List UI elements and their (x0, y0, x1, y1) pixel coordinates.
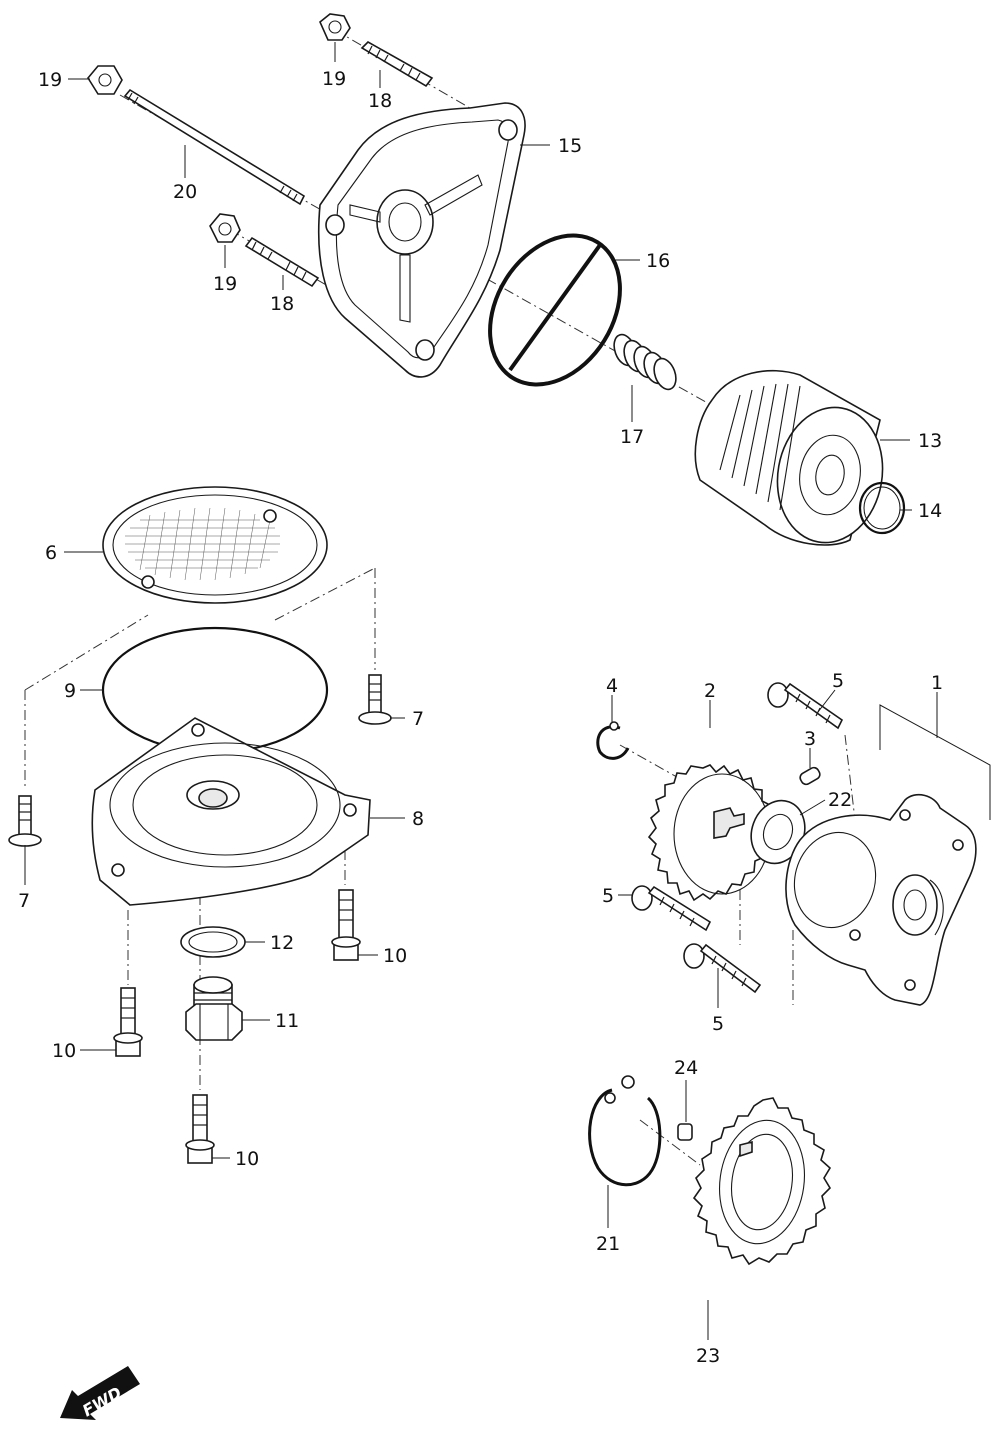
callout-18: 18 (368, 90, 392, 112)
bolt-7-left (8, 795, 42, 847)
callout-labels: 19 19 18 20 15 16 19 18 17 13 14 6 9 7 8… (18, 68, 943, 1367)
nut-19-top (319, 13, 351, 41)
callout-23: 23 (696, 1345, 720, 1367)
bolt-10-left (113, 987, 143, 1057)
oil-filter-13 (694, 369, 884, 546)
o-ring-16 (488, 233, 622, 387)
callout-19: 19 (322, 68, 346, 90)
bolt-7-right (358, 674, 392, 725)
callout-6: 6 (45, 542, 57, 564)
screw-5-top (767, 682, 844, 730)
callout-22: 22 (828, 789, 852, 811)
callout-21: 21 (596, 1233, 620, 1255)
group-bracket-1 (879, 704, 991, 820)
callout-15: 15 (558, 135, 582, 157)
callout-19: 19 (213, 273, 237, 295)
callout-12: 12 (270, 932, 294, 954)
callout-10: 10 (383, 945, 407, 967)
nut-19-lower (209, 213, 241, 243)
stud-18-lower (244, 236, 320, 288)
drive-gear-23 (692, 1097, 832, 1266)
long-stud-20 (123, 88, 306, 206)
nut-19-left (87, 65, 123, 95)
spring-17 (613, 333, 677, 391)
filter-cover-15 (317, 102, 526, 378)
callout-4: 4 (606, 675, 618, 697)
callout-19: 19 (38, 69, 62, 91)
callout-10: 10 (235, 1148, 259, 1170)
circlip-4 (596, 721, 630, 760)
callout-5: 5 (832, 670, 844, 692)
callout-14: 14 (918, 500, 942, 522)
callout-1: 1 (931, 672, 943, 694)
axis-lines-left (24, 567, 376, 1090)
screw-5-bottom (683, 943, 762, 994)
dowel-pin-24 (677, 1123, 693, 1141)
callout-11: 11 (275, 1010, 299, 1032)
arrow-icon (60, 1366, 140, 1420)
leader-lines (24, 42, 938, 1340)
callout-8: 8 (412, 808, 424, 830)
circlip-21 (588, 1075, 662, 1187)
washer-22 (750, 799, 806, 865)
strainer-cover-8 (91, 717, 371, 906)
callout-20: 20 (173, 181, 197, 203)
callout-5: 5 (712, 1013, 724, 1035)
callout-9: 9 (64, 680, 76, 702)
forward-arrow: FWD (60, 1366, 140, 1420)
callout-3: 3 (804, 728, 816, 750)
bolt-10-bottom (185, 1094, 215, 1164)
callout-2: 2 (704, 680, 716, 702)
callout-7: 7 (18, 890, 30, 912)
pump-gear-2 (647, 764, 774, 902)
oil-pump-body (785, 793, 977, 1006)
stud-18-top (360, 41, 434, 88)
callout-24: 24 (674, 1057, 698, 1079)
callout-16: 16 (646, 250, 670, 272)
drain-plug-11 (185, 976, 243, 1041)
o-ring-14 (858, 481, 906, 535)
callout-7: 7 (412, 708, 424, 730)
axis-lines-right (619, 734, 856, 1166)
screw-5-middle (631, 885, 712, 932)
callout-13: 13 (918, 430, 942, 452)
oil-strainer-6 (102, 486, 328, 604)
callout-5: 5 (602, 885, 614, 907)
washer-12 (180, 926, 246, 958)
callout-18: 18 (270, 293, 294, 315)
dowel-pin-3 (799, 766, 821, 786)
callout-17: 17 (620, 426, 644, 448)
bolt-10-right (331, 889, 361, 961)
callout-10: 10 (52, 1040, 76, 1062)
